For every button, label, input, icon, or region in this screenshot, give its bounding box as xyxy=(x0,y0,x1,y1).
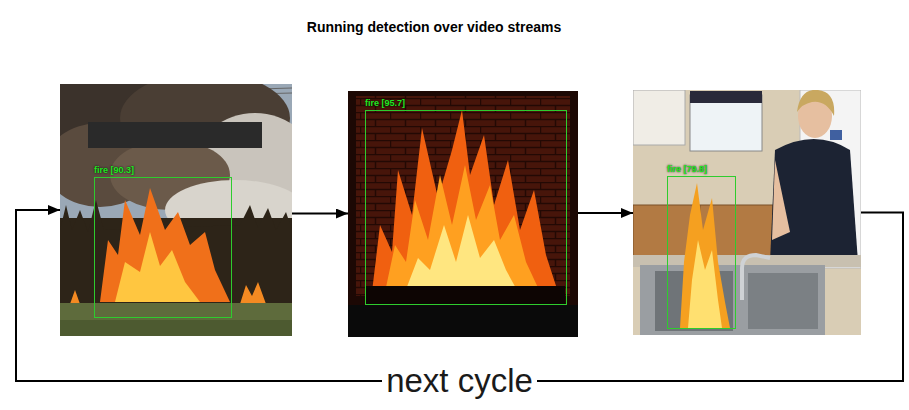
illustration-part xyxy=(690,95,762,151)
illustration-part xyxy=(742,255,770,300)
illustration-part xyxy=(100,188,230,302)
kitchen-sink-image xyxy=(633,90,861,335)
illustration-part xyxy=(88,122,262,148)
illustration-part xyxy=(633,90,685,145)
video-frame: fire [90.3] xyxy=(60,84,292,336)
flow-arrow xyxy=(16,210,903,381)
illustration-part xyxy=(385,165,540,292)
illustration-part xyxy=(372,110,558,292)
illustration-part xyxy=(115,232,200,302)
illustration-part xyxy=(770,139,858,262)
illustration-part xyxy=(356,96,570,296)
video-frame: fire [79.8] xyxy=(633,90,861,335)
illustration-part xyxy=(797,90,834,116)
illustration-part xyxy=(405,215,518,292)
forest-fire-image xyxy=(60,84,292,336)
illustration-part xyxy=(348,91,578,337)
detection-label: fire [79.8] xyxy=(667,165,707,175)
diagram-title: Running detection over video streams xyxy=(307,19,561,36)
fireplace-image xyxy=(348,91,578,337)
flow-arrow xyxy=(578,212,633,214)
illustration-part xyxy=(830,130,842,140)
illustration-part xyxy=(240,282,266,304)
flow-arrow xyxy=(292,213,348,215)
illustration-part xyxy=(772,160,790,240)
illustration-part xyxy=(748,273,818,329)
illustration-part xyxy=(633,90,861,335)
illustration-part xyxy=(70,290,80,304)
illustration-part xyxy=(668,177,736,329)
illustration-part xyxy=(365,286,565,306)
edge-label: next cycle xyxy=(382,364,537,399)
illustration-part xyxy=(366,111,567,305)
illustration-part xyxy=(690,91,762,103)
illustration-part xyxy=(60,320,292,336)
illustration-part xyxy=(680,183,730,328)
video-frame: fire [95.7] xyxy=(348,91,578,337)
illustration-part xyxy=(95,178,232,318)
illustration-part xyxy=(348,305,578,337)
illustration-part xyxy=(688,240,722,328)
detection-label: fire [95.7] xyxy=(365,99,405,109)
detection-label: fire [90.3] xyxy=(94,166,134,176)
